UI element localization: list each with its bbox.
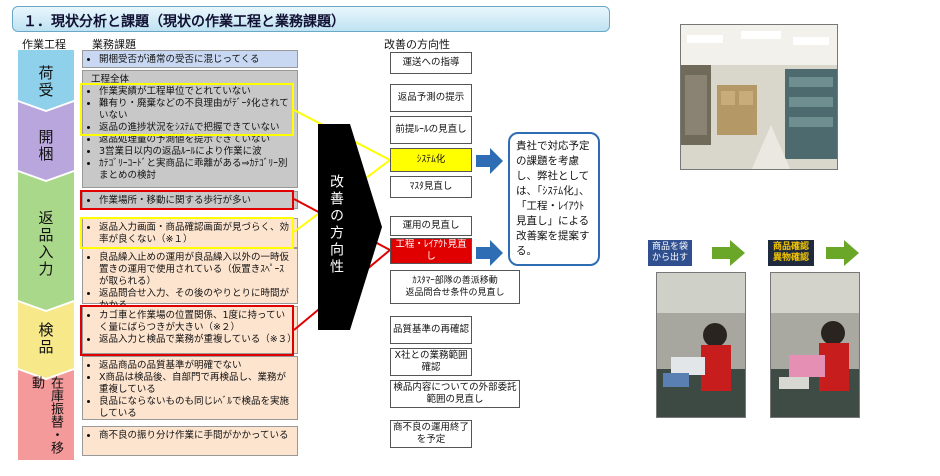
stage-shape-5 bbox=[18, 370, 74, 460]
stage-label-3: 返品入力 bbox=[36, 210, 55, 278]
header-process: 作業工程 bbox=[22, 38, 66, 51]
issue-box-6: カゴ車と作業場の位置関係、1度に持っていく量にばらつきが大きい（※２） 返品入力… bbox=[82, 306, 298, 354]
warehouse-photo bbox=[680, 24, 838, 170]
green-arrow-1 bbox=[712, 240, 745, 266]
improvement-9: 品質基準の再確認 bbox=[390, 316, 472, 344]
direction-arrow-label: 改善の方向性 bbox=[328, 174, 344, 276]
highlight-yellow-2 bbox=[80, 217, 294, 249]
issue-item: 良品繰入止めの運用が良品繰入以外の一時仮置きの運用で使用されている（仮置きｽﾍﾟ… bbox=[99, 252, 293, 288]
blue-arrow-1 bbox=[476, 148, 503, 174]
issue-box-2: 工程全体 作業実績が工程単位でとれていない 難有り・廃棄などの不良理由がﾃﾞｰﾀ… bbox=[82, 70, 298, 188]
step-label-1: 商品を袋から出す bbox=[648, 240, 692, 266]
issue-item: カゴ車と作業場の位置関係、1度に持っていく量にばらつきが大きい（※２） bbox=[99, 310, 293, 334]
issue-item: X商品は検品後、自部門で再検品し、業務が重複している bbox=[99, 372, 293, 396]
direction-arrow-shape bbox=[318, 124, 382, 330]
issue-item: 難有り・廃棄などの不良理由がﾃﾞｰﾀ化されていない bbox=[99, 98, 293, 122]
header-issues: 業務課題 bbox=[92, 38, 136, 51]
improvement-11: 検品内容についての外部委託範囲の見直し bbox=[390, 380, 520, 408]
stage-label-1: 荷受 bbox=[36, 65, 55, 99]
improvement-8: ｶｽﾀﾏｰ部隊の善派移動 返品問合せ条件の見直し bbox=[390, 270, 520, 304]
stage-shape-4 bbox=[18, 302, 74, 378]
highlight-red-1 bbox=[80, 190, 294, 210]
stage-shape-3 bbox=[18, 172, 74, 310]
green-arrow-2 bbox=[826, 240, 859, 266]
issue-box-1: 開梱受否が通常の受否に混じってくる bbox=[82, 50, 298, 68]
issue-box-5: 良品繰入止めの運用が良品繰入以外の一時仮置きの運用で使用されている（仮置きｽﾍﾟ… bbox=[82, 248, 298, 311]
stage-shape-1 bbox=[18, 50, 74, 110]
issue-box-8: 商不良の振り分け作業に手間がかかっている bbox=[82, 426, 298, 456]
work-photo-2 bbox=[770, 272, 860, 418]
improvement-4: ｼｽﾃﾑ化 bbox=[390, 148, 472, 172]
highlight-yellow-1 bbox=[80, 83, 294, 136]
improvement-6: 運用の見直し bbox=[390, 216, 472, 236]
issue-box-7: 返品商品の品質基準が明確でない X商品は検品後、自部門で再検品し、業務が重複して… bbox=[82, 356, 298, 420]
issue-item: 商不良の振り分け作業に手間がかかっている bbox=[99, 430, 293, 442]
improvement-10: X社との業務範囲確認 bbox=[390, 348, 472, 376]
highlight-red-2 bbox=[80, 305, 294, 356]
blue-arrow-2 bbox=[476, 240, 503, 266]
issue-item: 返品商品の品質基準が明確でない bbox=[99, 360, 293, 372]
work-photo-1 bbox=[656, 272, 746, 418]
issue-item: ｶﾃｺﾞﾘｰｺｰﾄﾞと実商品に乖離がある⇒ｶﾃｺﾞﾘｰ別まとめの検討 bbox=[99, 158, 293, 182]
improvement-1: 運送への指導 bbox=[390, 52, 472, 74]
improvement-5: ﾏｽﾀ見直し bbox=[390, 176, 472, 198]
stage-chevrons bbox=[18, 50, 74, 460]
issue-item: 作業場所・移動に関する歩行が多い bbox=[99, 195, 293, 207]
issue-item: 返品の進捗状況をｼｽﾃﾑで把握できていない bbox=[99, 122, 293, 134]
stage-label-2: 開梱 bbox=[36, 129, 55, 163]
page-title: １．現状分析と課題（現状の作業工程と業務課題） bbox=[12, 6, 610, 32]
stage-label-5: 在庫振替・移動 bbox=[29, 376, 63, 454]
proposal-callout: 貴社で対応予定の課題を考慮し、弊社としては、「ｼｽﾃﾑ化」、「工程・ﾚｲｱｳﾄ見… bbox=[508, 132, 600, 266]
issue-item: 返品入力と検品で業務が重複している（※３） bbox=[99, 334, 297, 346]
issue-item: 良品にならないものも同じﾚﾍﾞﾙで検品を実施している bbox=[99, 396, 293, 420]
issue-item: 3営業日以内の返品ﾙｰﾙにより作業に波 bbox=[99, 146, 293, 158]
improvement-3: 前提ﾙｰﾙの見直し bbox=[390, 116, 472, 144]
header-improve: 改善の方向性 bbox=[384, 38, 450, 51]
improvement-2: 返品予測の提示 bbox=[390, 84, 472, 112]
improvement-7: 工程・ﾚｲｱｳﾄ見直し bbox=[390, 238, 472, 264]
issue-box-4: 返品入力画面・商品確認画面が見づらく、効率が良くない（※１） bbox=[82, 218, 298, 248]
improvement-12: 商不良の運用終了を予定 bbox=[390, 420, 472, 448]
issue-item: 返品入力画面・商品確認画面が見づらく、効率が良くない（※１） bbox=[99, 222, 293, 246]
issue-heading: 工程全体 bbox=[91, 74, 130, 85]
step-label-2: 商品確認異物確認 bbox=[768, 240, 814, 266]
stage-shape-2 bbox=[18, 102, 74, 180]
stage-label-4: 検品 bbox=[36, 322, 55, 356]
issue-item: 作業実績が工程単位でとれていない bbox=[99, 86, 293, 98]
issue-item: 返品処理量の予測値を提示できていない bbox=[99, 134, 293, 146]
issue-item: 開梱受否が通常の受否に混じってくる bbox=[99, 54, 293, 66]
